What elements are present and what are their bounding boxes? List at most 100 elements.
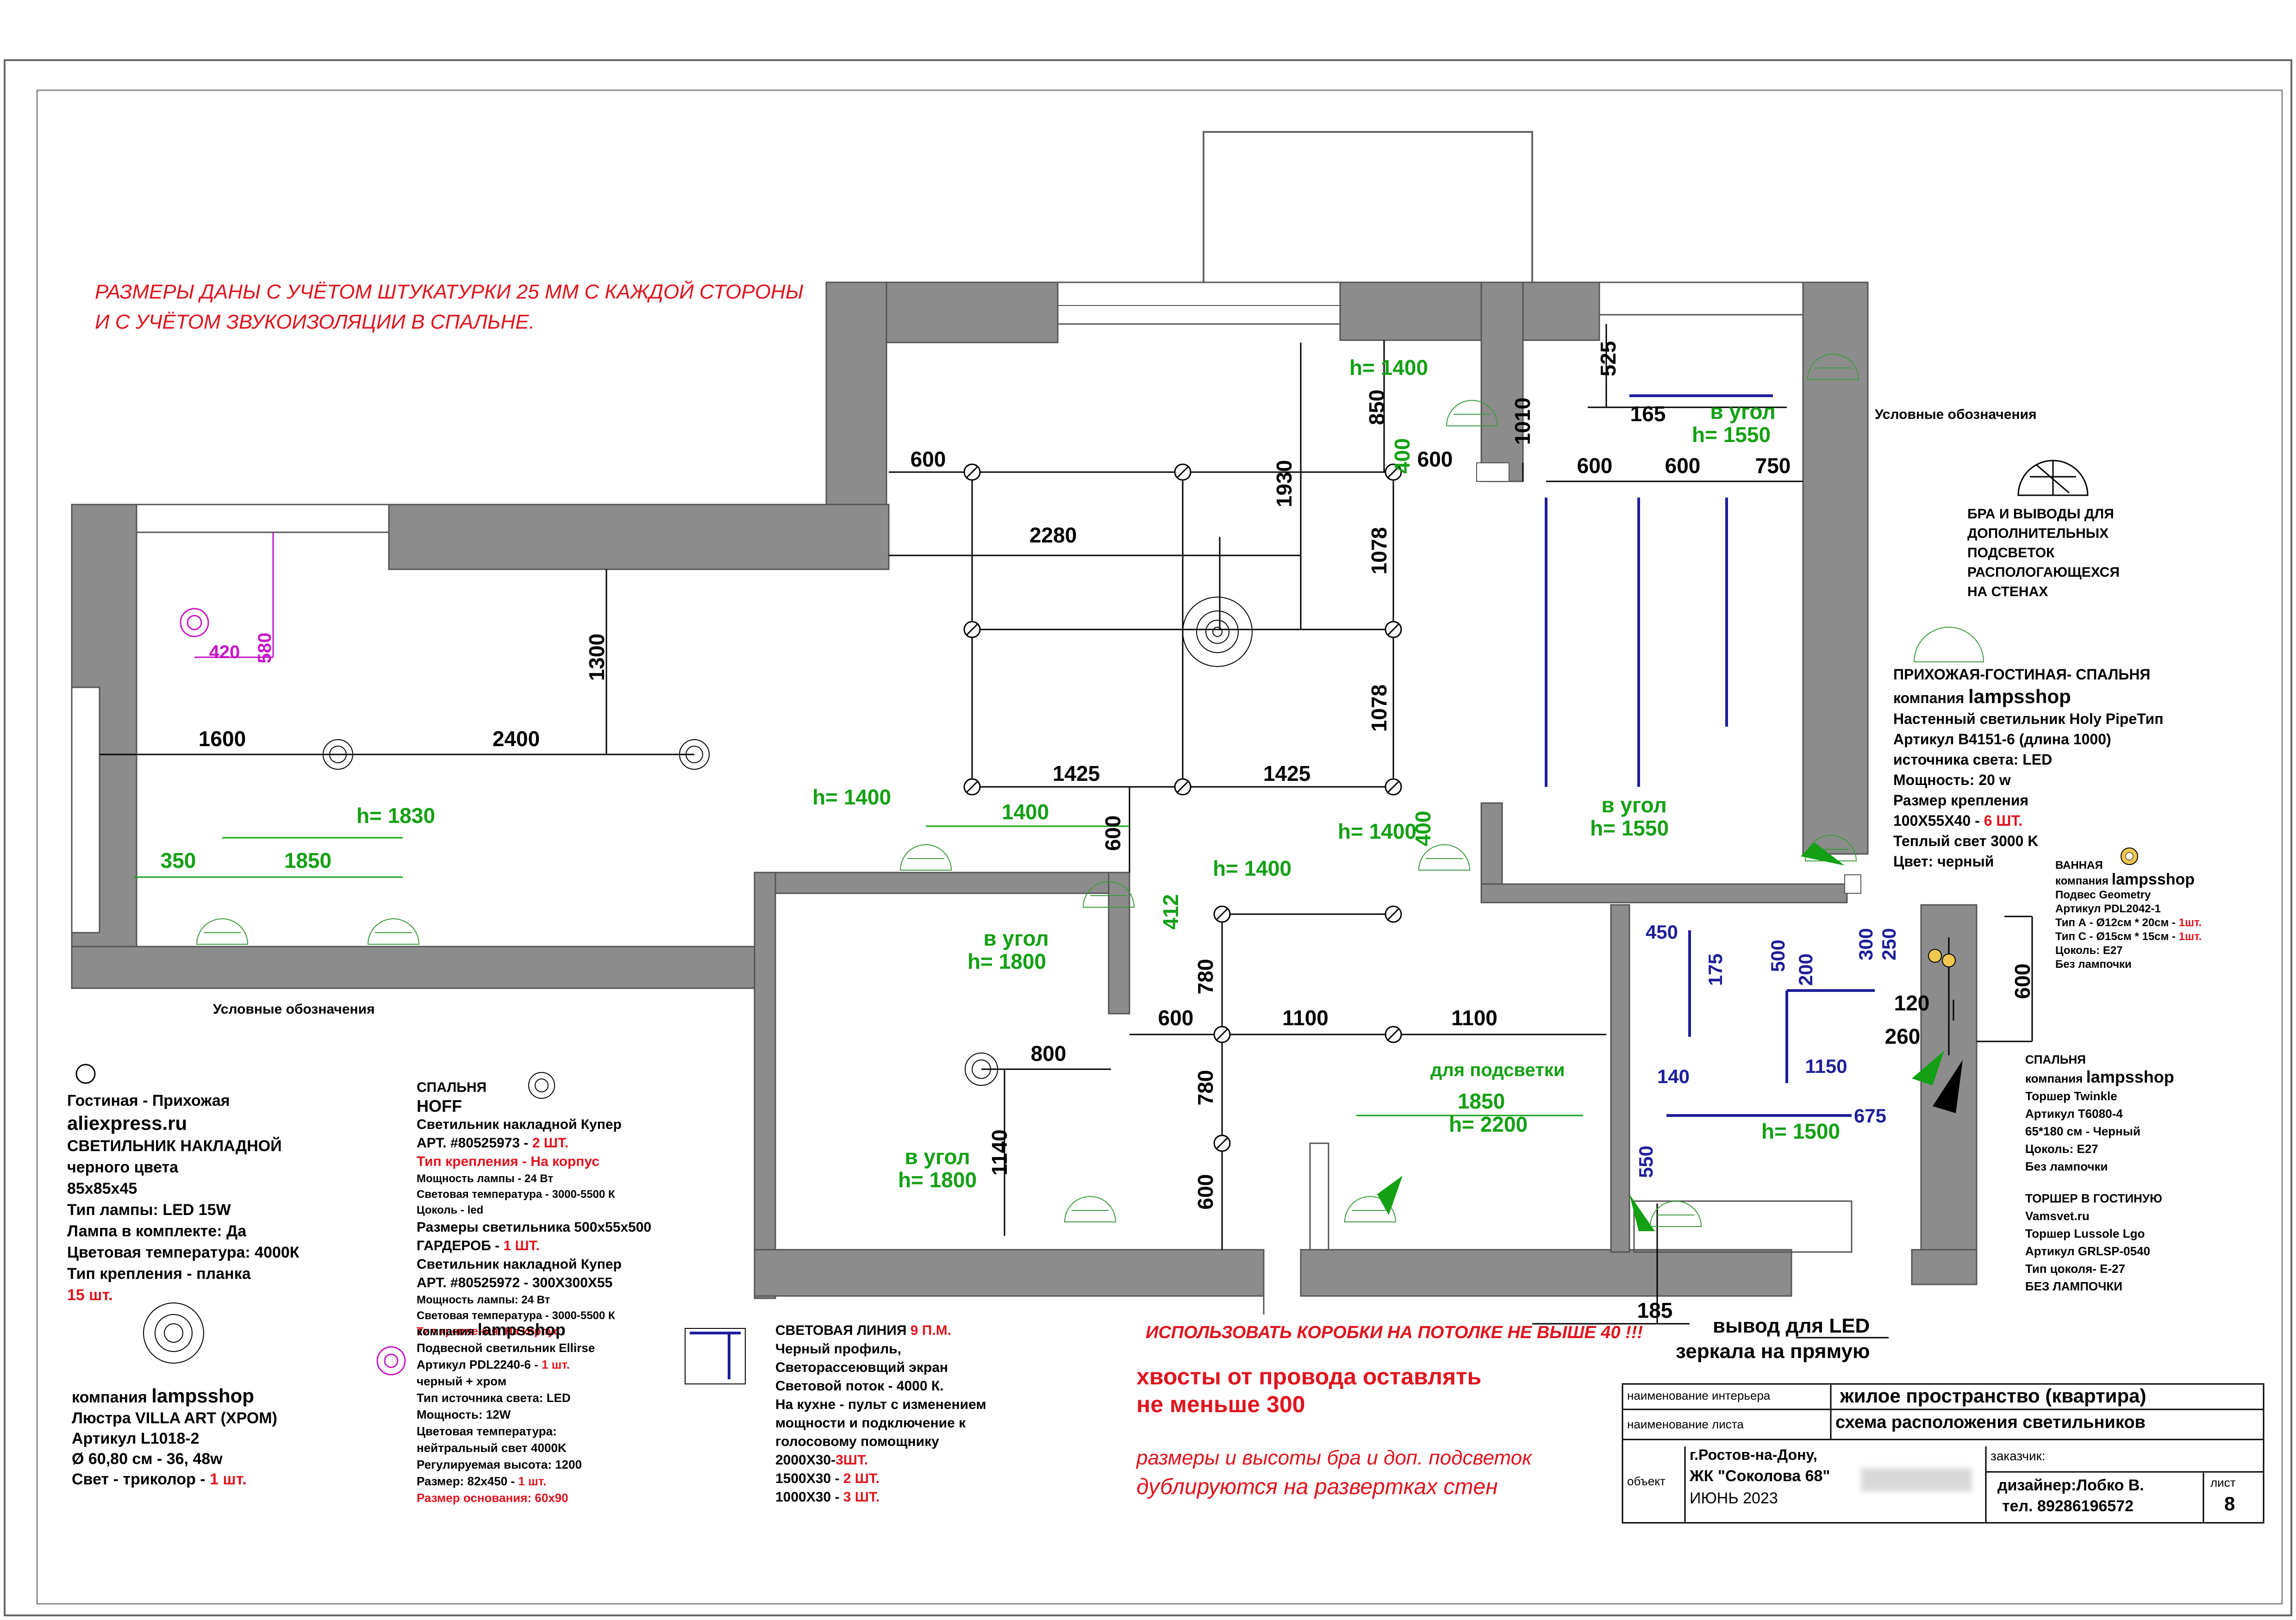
- tails-note-line2: не меньше 300: [1136, 1391, 1305, 1417]
- pendant-icon: [180, 532, 274, 658]
- dimension-label: 1425: [1263, 761, 1310, 785]
- dimension-label: h= 1830: [356, 804, 435, 828]
- bath-pendant-icon: [1928, 949, 1956, 967]
- sconces: [196, 354, 1859, 1227]
- plaster-note-line2: И С УЧЁТОМ ЗВУКОИЗОЛЯЦИИ В СПАЛЬНЕ.: [95, 311, 535, 333]
- wall-sconce-icon: [1649, 1201, 1702, 1227]
- spot-light-icon: [1213, 905, 1231, 923]
- object-line2: ЖК "Соколова 68": [1690, 1467, 1830, 1485]
- wall-sconce-icon: [1446, 400, 1498, 426]
- dimension-label: 1850: [1458, 1089, 1505, 1113]
- ellirse-legend: компания lampsshop Подвесной светильник …: [417, 1320, 595, 1505]
- chandelier-icon: [1182, 597, 1253, 667]
- dimension-label: h= 1500: [1761, 1119, 1840, 1143]
- dimension-label: 200: [1795, 953, 1816, 986]
- dimension-label: 400: [1411, 811, 1435, 847]
- customer-label: заказчик:: [1990, 1449, 2046, 1463]
- led-note-line2: зеркала на прямую: [1676, 1340, 1870, 1363]
- interior-label: наименование интерьера: [1627, 1389, 1771, 1402]
- plaster-note-line1: РАЗМЕРЫ ДАНЫ С УЧЁТОМ ШТУКАТУРКИ 25 ММ С…: [95, 280, 804, 303]
- wall-sconce-icon: [196, 918, 249, 945]
- dimension-label: 175: [1704, 953, 1726, 986]
- list-label: лист: [2210, 1476, 2236, 1489]
- dimension-label: 1100: [1282, 1006, 1329, 1030]
- dimension-label: h= 1550: [1692, 423, 1771, 447]
- light-lines: [1545, 394, 1875, 1117]
- dimension-label: h= 1800: [898, 1168, 977, 1192]
- dimension-label: 1078: [1367, 527, 1391, 574]
- sheet-value: схема расположения светильников: [1835, 1413, 2146, 1432]
- floor-lamp-legend: ТОРШЕР В ГОСТИНУЮ Vamsvet.ru Торшер Luss…: [2025, 1191, 2162, 1293]
- spot-light-icon: [1213, 1026, 1231, 1043]
- dimension-label: 1078: [1367, 685, 1391, 732]
- dimension-label: 412: [1159, 894, 1183, 930]
- led-note-line1: вывод для LED: [1713, 1315, 1870, 1337]
- surface-light-icon: [323, 739, 353, 770]
- dimension-label: в угол: [1601, 793, 1666, 817]
- dimension-label: 600: [1158, 1006, 1194, 1030]
- dimension-label: 600: [911, 447, 946, 471]
- direction-arrows: [1377, 842, 1944, 1231]
- dup-note-line2: дублируются на развертках стен: [1136, 1475, 1498, 1499]
- window-west: [71, 686, 100, 934]
- dimension-label: 580: [255, 633, 275, 664]
- dup-note-line1: размеры и высоты бра и доп. подсветок: [1136, 1446, 1532, 1469]
- dimension-label: 2400: [493, 727, 540, 751]
- window-left: [136, 504, 390, 533]
- living-legend: Гостиная - Прихожая aliexpress.ru СВЕТИЛ…: [67, 1092, 299, 1304]
- wall-sconce-icon: [1344, 1196, 1397, 1222]
- dimension-label: 1600: [199, 727, 246, 751]
- designer-name: дизайнер:Лобко В.: [1997, 1477, 2144, 1494]
- dimension-label: 675: [1854, 1105, 1886, 1127]
- spot-light-icon: [1385, 621, 1402, 638]
- dimension-label: в угол: [905, 1145, 970, 1169]
- dimension-label: 600: [1417, 447, 1453, 471]
- object-label: объект: [1627, 1474, 1666, 1488]
- spot-light-icon: [1174, 463, 1192, 481]
- dimension-label: 140: [1657, 1065, 1690, 1087]
- list-number: 8: [2224, 1493, 2235, 1514]
- dimension-label: 600: [2010, 964, 2034, 999]
- sheet-label: наименование листа: [1627, 1417, 1744, 1431]
- dimension-label: h= 1400: [1338, 819, 1416, 843]
- dimension-label: 600: [1665, 454, 1701, 478]
- counter: [1633, 1200, 1853, 1253]
- dimension-label: 780: [1193, 1070, 1217, 1106]
- bra-legend-text: БРА И ВЫВОДЫ ДЛЯ ДОПОЛНИТЕЛЬНЫХ ПОДСВЕТО…: [1967, 506, 2120, 599]
- pendant-legend-icon: [376, 1346, 406, 1376]
- spot-light-icon: [963, 778, 981, 796]
- spot-light-icon: [1385, 463, 1402, 481]
- dimension-label: в угол: [1710, 399, 1775, 424]
- bedroom-legend: СПАЛЬНЯ компания lampsshop Торшер Twinkl…: [2025, 1053, 2174, 1173]
- hoff-legend: СПАЛЬНЯ HOFF Светильник накладной Купер …: [417, 1080, 652, 1338]
- inner-frame: [36, 89, 2283, 1605]
- dimension-label: 550: [1635, 1146, 1657, 1178]
- redacted-address: [1861, 1468, 1972, 1491]
- ceiling-lamps: [323, 597, 1253, 1086]
- hoff-legend-icon: [528, 1072, 555, 1099]
- dimension-label: 350: [161, 848, 196, 872]
- surface-light-icon: [679, 739, 710, 770]
- dimension-label: 250: [1878, 928, 1900, 960]
- black-arrow: [1933, 1060, 1963, 1113]
- dimension-label: 1150: [1805, 1055, 1847, 1077]
- dimension-label: 450: [1646, 921, 1678, 943]
- dimension-label: в угол: [983, 926, 1048, 950]
- right-legend-title: Условные обозначения: [1875, 407, 2037, 422]
- grid-lamps: [963, 463, 1402, 1152]
- tails-note-line1: хвосты от провода оставлять: [1136, 1364, 1482, 1389]
- window-top: [1057, 281, 1341, 325]
- bra-legend-icon: [2017, 460, 2089, 496]
- dimension-label: h= 1400: [1349, 355, 1428, 380]
- spot-light-icon: [1174, 778, 1192, 796]
- bath-pendant-icon: [2121, 847, 2138, 865]
- dimension-label: 1010: [1510, 398, 1535, 445]
- wall-sconce-icon: [367, 918, 420, 945]
- dimension-label: 120: [1894, 991, 1930, 1015]
- dimension-label: 600: [1577, 454, 1613, 478]
- square-light-icon: [965, 1053, 998, 1086]
- hall-sconce-icon: [1913, 627, 1984, 662]
- backlight-note: для подсветки: [1430, 1060, 1565, 1080]
- dimension-label: 1425: [1053, 761, 1100, 785]
